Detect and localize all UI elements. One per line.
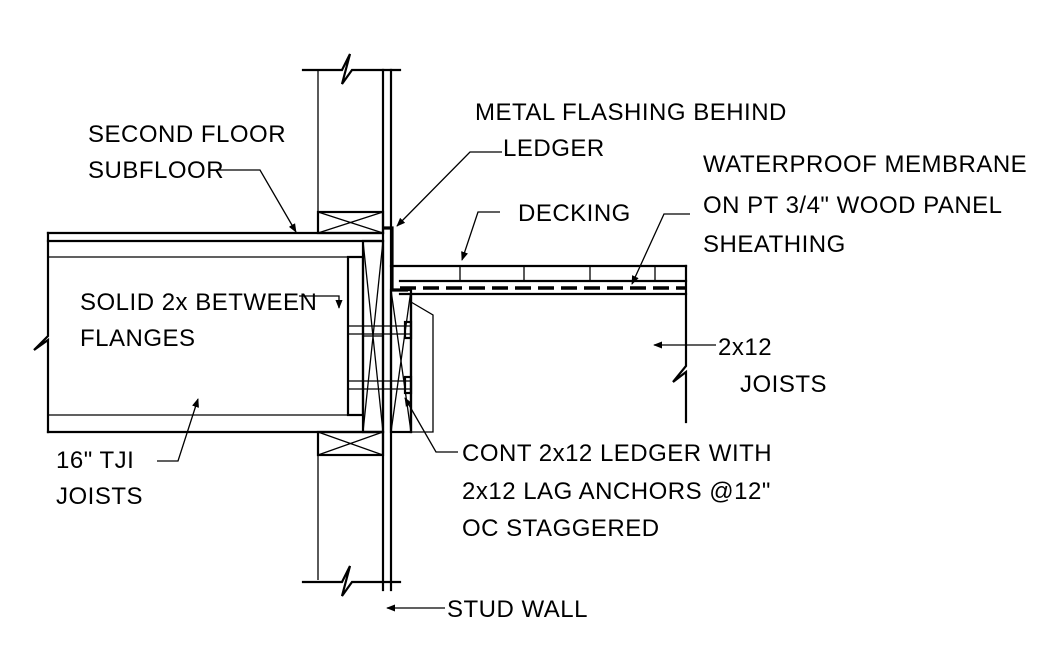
label-second-floor-subfloor: SECOND FLOOR SUBFLOOR: [88, 121, 286, 184]
svg-text:SUBFLOOR: SUBFLOOR: [88, 157, 224, 184]
svg-text:SHEATHING: SHEATHING: [703, 231, 846, 258]
label-deck-joists: 2x12 JOISTS: [718, 334, 827, 398]
tji-joist: [33, 231, 385, 434]
svg-text:WATERPROOF MEMBRANE: WATERPROOF MEMBRANE: [703, 151, 1027, 178]
svg-text:2x12 LAG ANCHORS @12": 2x12 LAG ANCHORS @12": [462, 478, 771, 505]
label-metal-flashing: METAL FLASHING BEHIND LEDGER: [475, 99, 787, 162]
svg-text:STUD WALL: STUD WALL: [447, 596, 588, 623]
top-plate-upper: [316, 210, 385, 235]
stud-wall: [301, 53, 402, 597]
label-solid-blocking: SOLID 2x BETWEEN FLANGES: [80, 289, 317, 352]
svg-text:LEDGER: LEDGER: [503, 135, 605, 162]
deck-boards: [389, 264, 688, 296]
label-decking: DECKING: [518, 200, 631, 227]
metal-flashing: [383, 226, 408, 292]
bottom-plate-lower: [316, 430, 385, 457]
label-stud-wall: STUD WALL: [447, 596, 588, 623]
svg-text:JOISTS: JOISTS: [56, 483, 143, 510]
svg-text:2x12: 2x12: [718, 334, 772, 361]
svg-text:ON PT 3/4" WOOD PANEL: ON PT 3/4" WOOD PANEL: [703, 192, 1003, 219]
svg-text:16" TJI: 16" TJI: [56, 447, 134, 474]
label-ledger: CONT 2x12 LEDGER WITH 2x12 LAG ANCHORS @…: [462, 440, 772, 542]
svg-text:SECOND FLOOR: SECOND FLOOR: [88, 121, 286, 148]
svg-text:SOLID 2x BETWEEN: SOLID 2x BETWEEN: [80, 289, 317, 316]
leader-lines: [157, 151, 716, 612]
svg-text:CONT 2x12 LEDGER WITH: CONT 2x12 LEDGER WITH: [462, 440, 772, 467]
deck-joist: [409, 264, 688, 434]
svg-text:OC STAGGERED: OC STAGGERED: [462, 515, 660, 542]
svg-text:JOISTS: JOISTS: [740, 371, 827, 398]
svg-text:DECKING: DECKING: [518, 200, 631, 227]
label-tji-joists: 16" TJI JOISTS: [56, 447, 143, 510]
label-waterproof-membrane: WATERPROOF MEMBRANE ON PT 3/4" WOOD PANE…: [703, 151, 1027, 258]
rim-board: [346, 239, 385, 434]
svg-text:METAL FLASHING BEHIND: METAL FLASHING BEHIND: [475, 99, 787, 126]
svg-text:FLANGES: FLANGES: [80, 325, 196, 352]
ledger-board: [389, 288, 413, 434]
